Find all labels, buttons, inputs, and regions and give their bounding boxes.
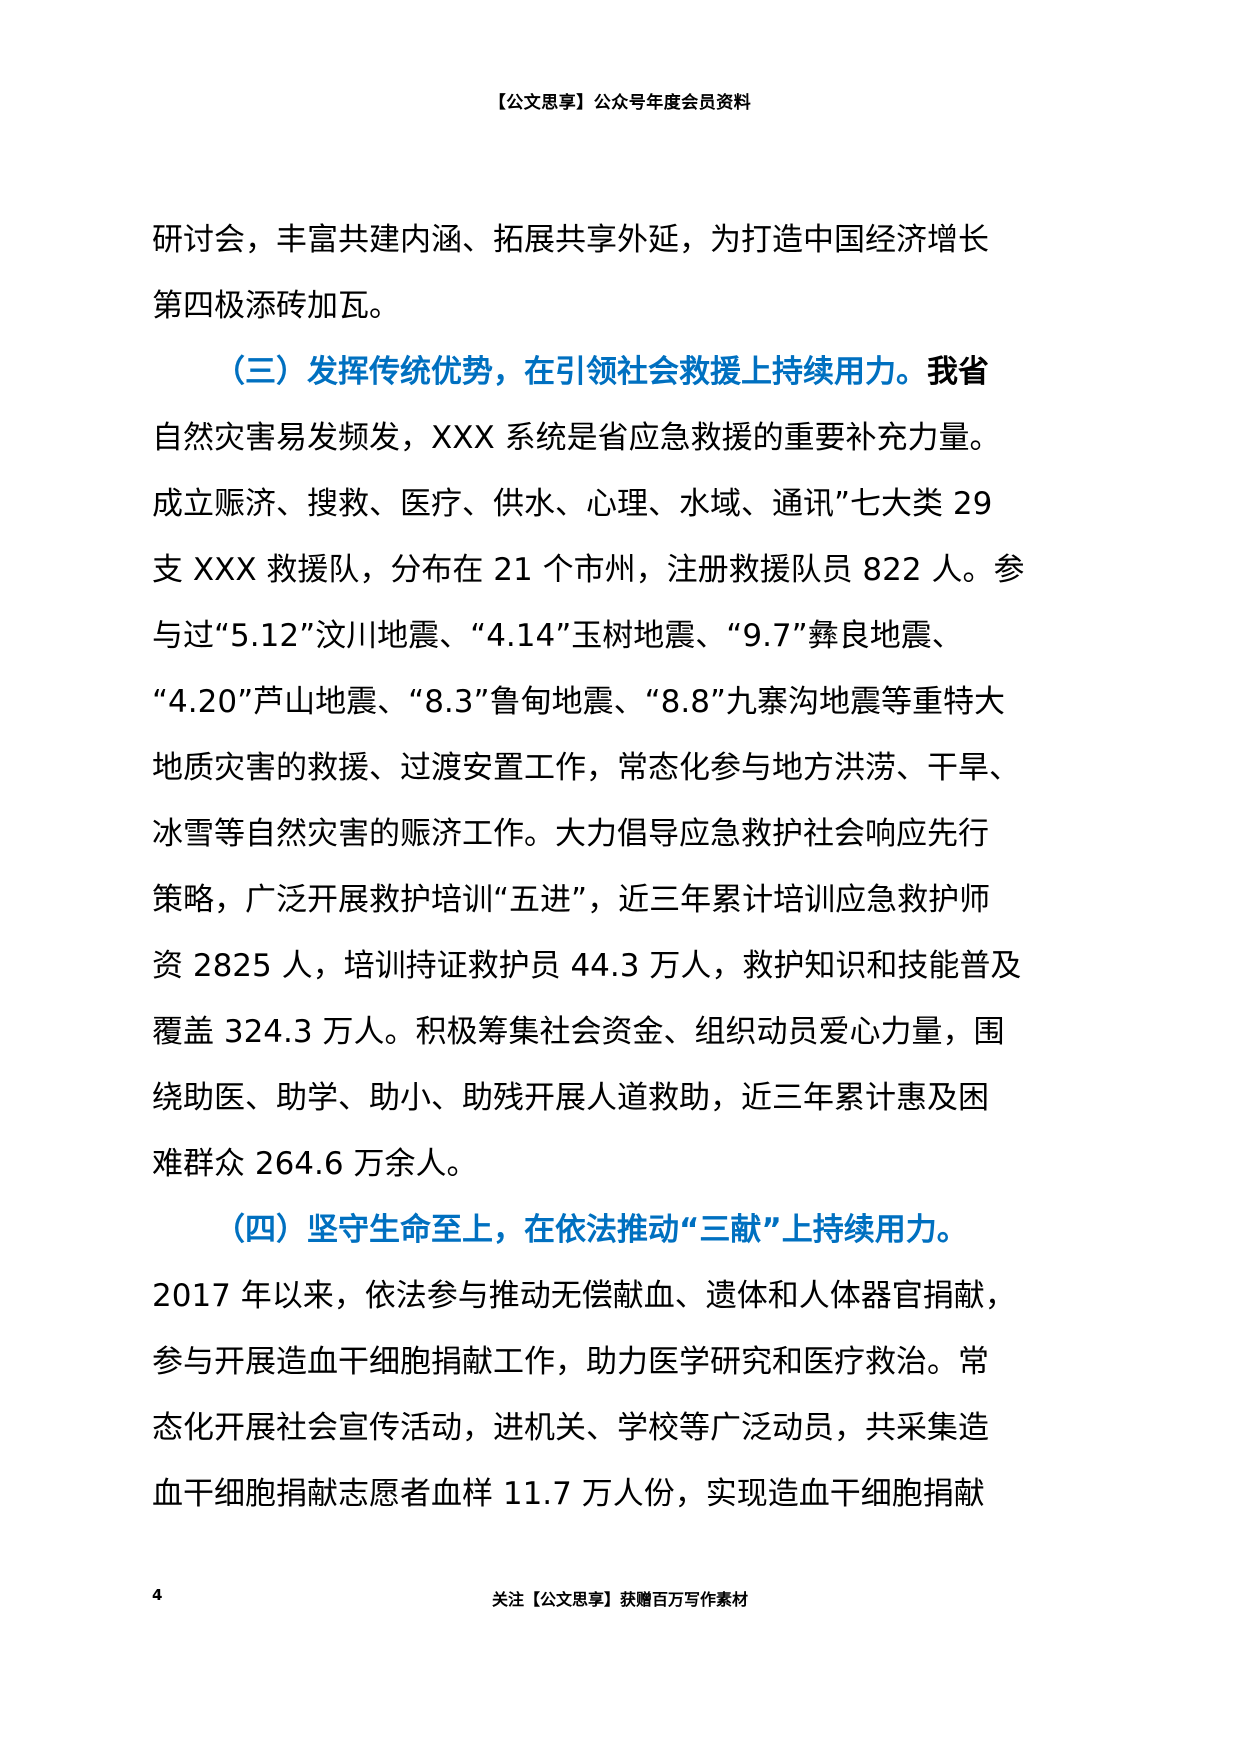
body-line-10: 冰雪等自然灾害的赈济工作。大力倡导应急救护社会响应先行 — [152, 816, 989, 852]
body-line-15: 难群众 264.6 万余人。 — [152, 1146, 478, 1182]
body-text-fragment: 我省 — [927, 354, 989, 390]
section-heading-3: （三）发挥传统优势，在引领社会救援上持续用力。 — [214, 354, 927, 390]
body-line-19: 态化开展社会宣传活动，进机关、学校等广泛动员，共采集造 — [152, 1410, 989, 1446]
body-line-1: 研讨会，丰富共建内涵、拓展共享外延，为打造中国经济增长 — [152, 222, 989, 258]
body-line-8: “4.20”芦山地震、“8.3”鲁甸地震、“8.8”九寨沟地震等重特大 — [152, 684, 1005, 720]
section-heading-4: （四）坚守生命至上，在依法推动“三献”上持续用力。 — [214, 1212, 968, 1248]
body-line-14: 绕助医、助学、助小、助残开展人道救助，近三年累计惠及困 — [152, 1080, 989, 1116]
section-heading-4-line: （四）坚守生命至上，在依法推动“三献”上持续用力。 — [152, 1197, 1096, 1263]
page-number: 4 — [152, 1586, 163, 1604]
body-line-4: 自然灾害易发频发，XXX 系统是省应急救援的重要补充力量。 — [152, 420, 1001, 456]
body-line-5: 成立赈济、搜救、医疗、供水、心理、水域、通讯”七大类 29 — [152, 486, 993, 522]
page-header: 【公文思享】公众号年度会员资料 — [488, 93, 752, 113]
body-line-13: 覆盖 324.3 万人。积极筹集社会资金、组织动员爱心力量，围 — [152, 1014, 1005, 1050]
body-line-18: 参与开展造血干细胞捐献工作，助力医学研究和医疗救治。常 — [152, 1344, 989, 1380]
body-line-11: 策略，广泛开展救护培训“五进”，近三年累计培训应急救护师 — [152, 882, 991, 918]
body-line-12: 资 2825 人，培训持证救护员 44.3 万人，救护知识和技能普及 — [152, 948, 1022, 984]
body-line-17: 2017 年以来，依法参与推动无偿献血、遗体和人体器官捐献， — [152, 1278, 1016, 1314]
body-line-2: 第四极添砖加瓦。 — [152, 288, 400, 324]
body-line-20: 血干细胞捐献志愿者血样 11.7 万人份，实现造血干细胞捐献 — [152, 1476, 985, 1512]
document-body: 研讨会，丰富共建内涵、拓展共享外延，为打造中国经济增长 第四极添砖加瓦。 （三）… — [152, 207, 1096, 1527]
section-heading-3-line: （三）发挥传统优势，在引领社会救援上持续用力。我省 — [152, 339, 1096, 405]
footer-text: 关注【公文思享】获赠百万写作素材 — [491, 1590, 748, 1609]
body-line-7: 与过“5.12”汶川地震、“4.14”玉树地震、“9.7”彝良地震、 — [152, 618, 963, 654]
body-line-6: 支 XXX 救援队，分布在 21 个市州，注册救援队员 822 人。参 — [152, 552, 1025, 588]
page-footer: 4 关注【公文思享】获赠百万写作素材 — [0, 1586, 1240, 1616]
body-line-9: 地质灾害的救援、过渡安置工作，常态化参与地方洪涝、干旱、 — [152, 750, 1020, 786]
